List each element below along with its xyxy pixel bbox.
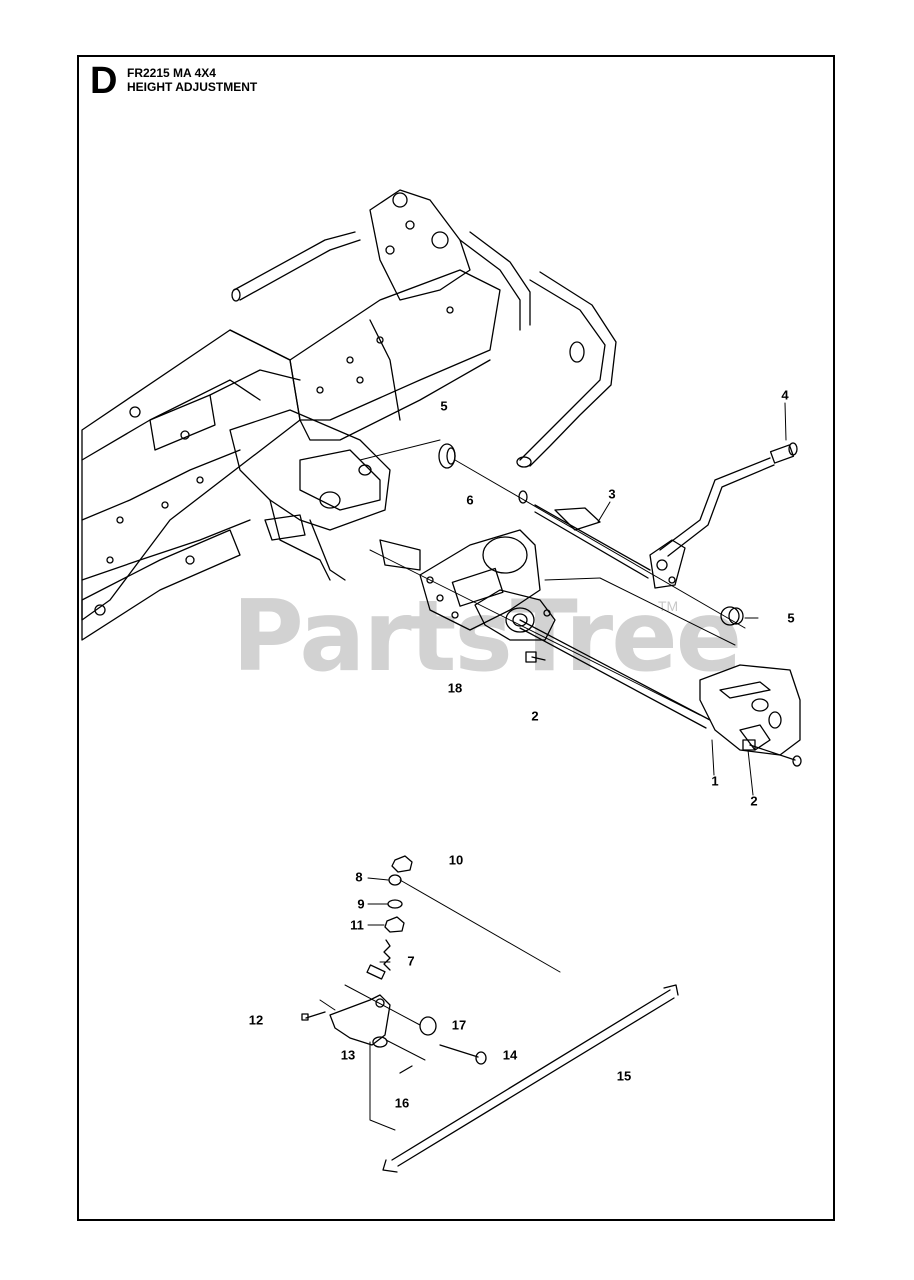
part-11-nut bbox=[384, 916, 405, 933]
part-5-bushing-right bbox=[720, 606, 744, 626]
callout-14: 14 bbox=[502, 1047, 518, 1063]
part-14-pin bbox=[439, 1044, 487, 1065]
part-8-rod-end bbox=[388, 874, 561, 973]
part-18-bracket bbox=[419, 529, 556, 663]
assembly-guide-lines bbox=[359, 439, 746, 716]
callout-7: 7 bbox=[407, 953, 415, 969]
callout-3: 3 bbox=[608, 486, 616, 502]
callout-15: 15 bbox=[616, 1068, 632, 1084]
part-2-lift-shaft-and-plate bbox=[519, 619, 802, 767]
part-13-bracket bbox=[319, 984, 426, 1131]
callout-10: 10 bbox=[448, 852, 464, 868]
part-6-bushing bbox=[438, 443, 528, 504]
callout-13: 13 bbox=[340, 1047, 356, 1063]
callout-1: 1 bbox=[711, 773, 719, 789]
part-17-washer bbox=[419, 1016, 437, 1036]
part-4-handle-lever bbox=[659, 442, 798, 557]
callout-leaders bbox=[367, 402, 787, 963]
callout-2-bottom: 2 bbox=[750, 793, 758, 809]
callout-16: 16 bbox=[394, 1095, 410, 1111]
callout-5-top: 5 bbox=[440, 398, 448, 414]
part-12-bolt bbox=[301, 1011, 326, 1021]
lift-handle-bar bbox=[516, 271, 617, 468]
callout-2-center: 2 bbox=[531, 708, 539, 724]
steering-column-and-handle bbox=[231, 189, 531, 441]
callout-4: 4 bbox=[781, 387, 789, 403]
callout-8: 8 bbox=[355, 869, 363, 885]
callout-11: 11 bbox=[350, 917, 364, 933]
part-9-washer bbox=[387, 899, 403, 909]
watermark-trademark: TM bbox=[658, 598, 679, 614]
part-15-lift-link-rod bbox=[382, 984, 679, 1173]
callout-9: 9 bbox=[357, 896, 365, 912]
callout-18: 18 bbox=[447, 680, 463, 696]
callout-17: 17 bbox=[451, 1017, 467, 1033]
callout-12: 12 bbox=[248, 1012, 264, 1028]
part-16-screw bbox=[399, 1065, 413, 1074]
model-title: FR2215 MA 4X4 bbox=[127, 66, 216, 80]
part-3-lift-rod bbox=[534, 504, 686, 589]
part-7-spring bbox=[366, 939, 391, 980]
pivot-shaft-housing bbox=[229, 409, 421, 581]
part-10-nut bbox=[391, 855, 413, 873]
callout-5-right: 5 bbox=[787, 610, 795, 626]
tractor-frame bbox=[81, 329, 301, 641]
section-letter: D bbox=[90, 60, 118, 102]
watermark-logo: PartsTree bbox=[232, 580, 742, 694]
diagram-title: HEIGHT ADJUSTMENT bbox=[127, 80, 258, 94]
callout-6: 6 bbox=[466, 492, 474, 508]
diagram-frame bbox=[77, 55, 835, 1221]
